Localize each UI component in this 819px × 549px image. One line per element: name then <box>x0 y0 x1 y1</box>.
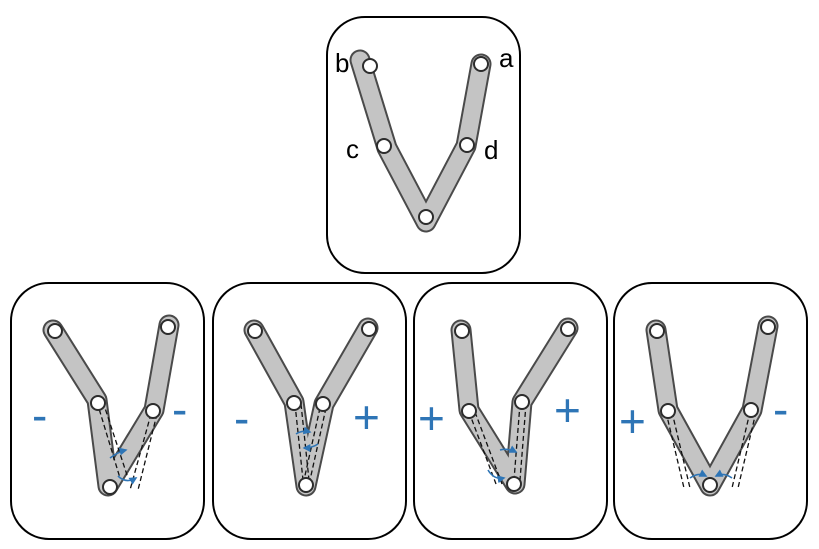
left-sign: + <box>619 395 646 447</box>
right-sign: - <box>172 383 187 435</box>
joint <box>454 323 470 339</box>
right-sign: + <box>554 384 581 436</box>
joint-a <box>473 56 489 72</box>
variant-panel-4: + - <box>613 282 808 540</box>
joint <box>461 403 477 419</box>
label-d: d <box>484 135 498 165</box>
arc-arrow-icon <box>295 426 312 435</box>
joint <box>145 403 161 419</box>
joint <box>506 476 522 492</box>
joint <box>702 477 718 493</box>
right-sign: - <box>773 383 788 435</box>
arc-arrow-icon <box>487 469 506 484</box>
arc-arrow-icon <box>117 475 138 485</box>
joint <box>760 319 776 335</box>
joint-b <box>362 58 378 74</box>
joint-d <box>459 137 475 153</box>
joint <box>90 395 106 411</box>
right-sign: + <box>353 391 380 443</box>
arc-arrow-icon <box>714 469 733 479</box>
arc-arrow-icon <box>499 445 518 453</box>
joint <box>298 477 314 493</box>
label-b: b <box>335 48 349 78</box>
top-panel: b a c d <box>326 16 521 274</box>
joint <box>160 319 176 335</box>
joint <box>247 323 263 339</box>
joint <box>47 323 63 339</box>
variant-panel-3: + + <box>413 282 608 540</box>
joint <box>102 479 118 495</box>
top-mechanism <box>349 49 492 233</box>
variant-panel-2: - + <box>212 282 407 540</box>
label-c: c <box>346 134 359 164</box>
joint <box>660 403 676 419</box>
joint <box>361 321 377 337</box>
joint <box>514 394 530 410</box>
joint-c <box>376 138 392 154</box>
arc-arrow-icon <box>689 469 708 479</box>
joint <box>560 321 576 337</box>
joint <box>743 402 759 418</box>
joint <box>286 395 302 411</box>
label-a: a <box>499 43 514 73</box>
joint-base <box>418 209 434 225</box>
joint <box>315 396 331 412</box>
arc-arrow-icon <box>302 443 319 452</box>
joint <box>649 323 665 339</box>
left-sign: - <box>32 389 47 441</box>
arc-arrow-icon <box>109 447 128 459</box>
left-sign: + <box>418 392 445 444</box>
variant-panel-1: - - <box>10 282 205 540</box>
left-sign: - <box>234 392 249 444</box>
